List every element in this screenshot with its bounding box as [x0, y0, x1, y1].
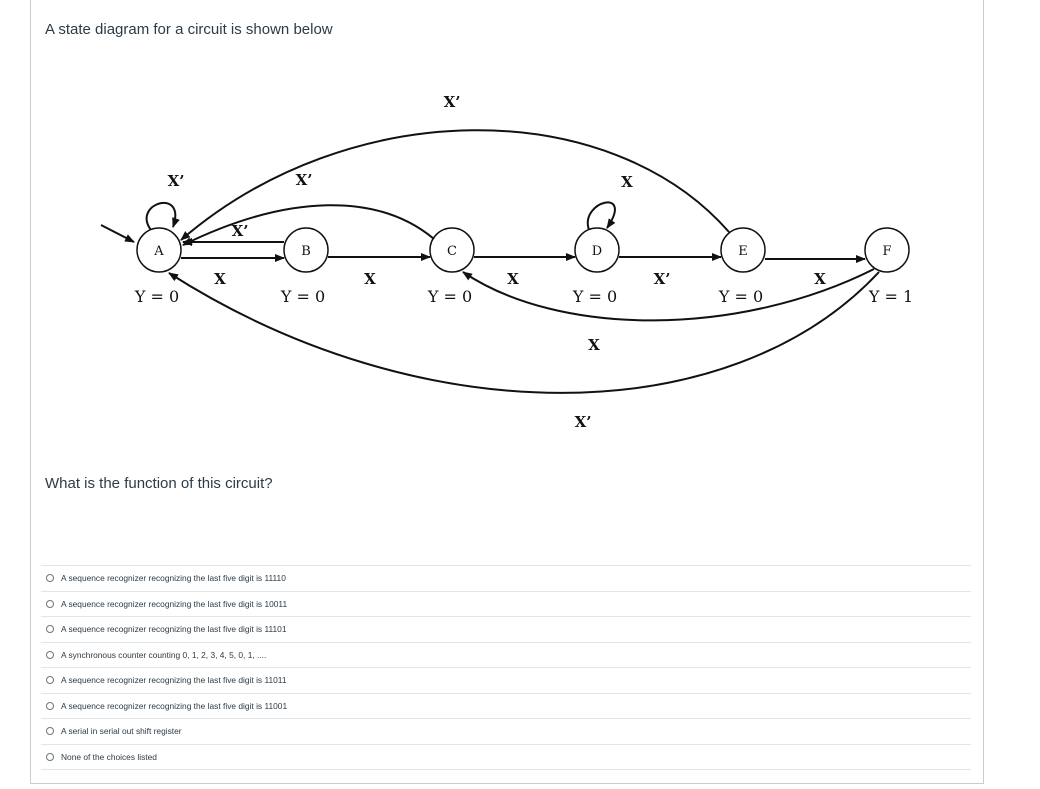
answer-label: A sequence recognizer recognizing the la…: [61, 598, 288, 609]
state-f: F Y = 1: [864, 227, 913, 306]
state-f-output: Y = 1: [868, 287, 913, 306]
answer-label: A sequence recognizer recognizing the la…: [61, 573, 286, 584]
transition-f-a-label: X’: [575, 413, 592, 431]
radio-button[interactable]: [46, 727, 54, 736]
answer-label: A sequence recognizer recognizing the la…: [61, 624, 287, 635]
state-d-name: D: [592, 244, 602, 259]
state-e-output: Y = 0: [718, 287, 763, 306]
state-b: B Y = 0: [280, 227, 329, 306]
answer-option-1[interactable]: A sequence recognizer recognizing the la…: [41, 566, 971, 592]
transition-d-d-label: X: [621, 173, 633, 191]
transition-d-e: X’: [619, 253, 722, 288]
answer-option-2[interactable]: A sequence recognizer recognizing the la…: [41, 592, 971, 617]
state-diagram: A Y = 0 B Y = 0 C Y = 0 D Y = 0 E Y = 0 …: [100, 93, 913, 431]
answer-option-3[interactable]: A sequence recognizer recognizing the la…: [41, 617, 971, 643]
question-prompt: What is the function of this circuit?: [45, 475, 273, 492]
transition-a-b: X: [181, 254, 285, 288]
transition-d-e-label: X’: [654, 270, 671, 288]
transition-c-a: X’: [182, 171, 435, 246]
state-a: A Y = 0: [134, 227, 182, 306]
radio-button[interactable]: [46, 752, 54, 761]
state-a-name: A: [153, 244, 164, 259]
answer-option-7[interactable]: A serial in serial out shift register: [41, 719, 971, 745]
state-a-output: Y = 0: [134, 287, 179, 306]
transition-e-f-label: X: [814, 270, 826, 288]
state-b-output: Y = 0: [280, 287, 325, 306]
radio-button[interactable]: [46, 650, 54, 659]
transition-f-a: X’: [168, 271, 880, 431]
transition-a-b-label: X: [214, 270, 226, 288]
state-d: D Y = 0: [572, 227, 620, 306]
transition-c-d: X: [474, 253, 576, 288]
state-c-output: Y = 0: [427, 287, 472, 306]
answer-option-5[interactable]: A sequence recognizer recognizing the la…: [41, 668, 971, 694]
radio-button[interactable]: [46, 625, 54, 634]
transition-d-d: X: [586, 173, 633, 231]
answer-list: A sequence recognizer recognizing the la…: [41, 565, 971, 770]
transition-a-a: X’: [145, 172, 185, 231]
radio-button[interactable]: [46, 599, 54, 608]
answer-option-6[interactable]: A sequence recognizer recognizing the la…: [41, 694, 971, 719]
answer-label: A sequence recognizer recognizing the la…: [61, 675, 287, 686]
transition-e-a-label: X’: [444, 93, 461, 111]
transition-b-a-label: X’: [232, 222, 249, 240]
question-title: A state diagram for a circuit is shown b…: [45, 21, 333, 38]
transition-e-a: X’: [180, 93, 730, 241]
transition-b-c: X: [328, 253, 431, 288]
transition-f-c: X: [462, 268, 875, 354]
state-e: E Y = 0: [718, 227, 766, 306]
answer-label: A sequence recognizer recognizing the la…: [61, 700, 288, 711]
answer-option-4[interactable]: A synchronous counter counting 0, 1, 2, …: [41, 643, 971, 668]
transition-b-c-label: X: [364, 270, 376, 288]
radio-button[interactable]: [46, 676, 54, 685]
answer-label: A serial in serial out shift register: [61, 726, 182, 737]
radio-button[interactable]: [46, 574, 54, 583]
transition-c-a-label: X’: [296, 171, 313, 189]
state-d-output: Y = 0: [572, 287, 617, 306]
state-c: C Y = 0: [427, 227, 475, 306]
answer-option-8[interactable]: None of the choices listed: [41, 745, 971, 770]
transition-a-a-label: X’: [168, 172, 185, 190]
state-e-name: E: [738, 244, 748, 259]
transition-f-c-label: X: [588, 336, 600, 354]
answer-label: A synchronous counter counting 0, 1, 2, …: [61, 649, 267, 660]
answer-label: None of the choices listed: [61, 751, 157, 762]
question-panel: A state diagram for a circuit is shown b…: [30, 0, 984, 784]
state-f-name: F: [882, 244, 891, 259]
state-c-name: C: [447, 244, 457, 259]
transition-e-f: X: [765, 255, 866, 288]
transition-b-a: X’: [182, 222, 284, 246]
transition-c-d-label: X: [507, 270, 519, 288]
state-b-name: B: [301, 244, 311, 259]
radio-button[interactable]: [46, 701, 54, 710]
start-arrow: [100, 224, 135, 243]
